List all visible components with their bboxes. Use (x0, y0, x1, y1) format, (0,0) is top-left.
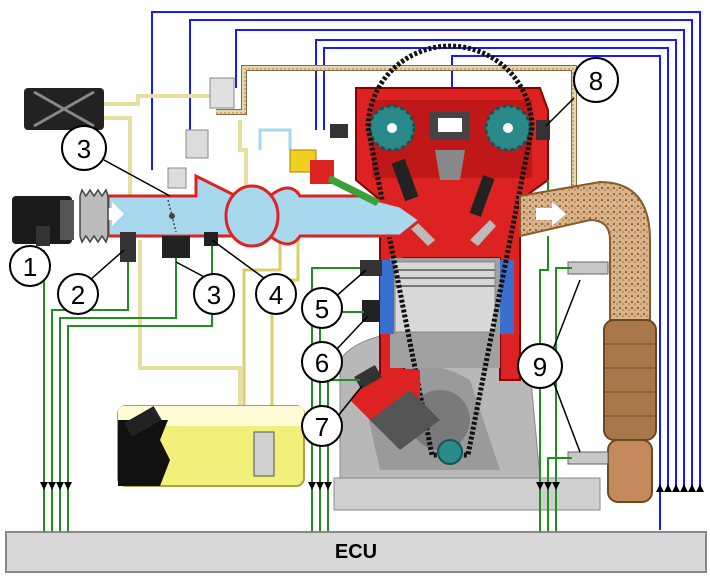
callout-4: 4 (255, 273, 297, 315)
callout-3a: 3 (61, 125, 107, 171)
callout-6-label: 6 (315, 348, 329, 378)
callout-5-label: 5 (315, 294, 329, 324)
intake-sensors (120, 120, 550, 390)
callout-9-label: 9 (533, 352, 547, 382)
crank-sprocket (437, 439, 463, 465)
ecu-label: ECU (335, 541, 377, 563)
control-wire-arrows (656, 484, 704, 492)
callout-8: 8 (573, 57, 619, 103)
camshaft-sprockets (368, 104, 532, 180)
control-wires (151, 11, 701, 530)
callout-9: 9 (517, 343, 563, 389)
intake-actuators (167, 77, 235, 189)
charcoal-canister (24, 88, 104, 130)
callout-7-label: 7 (315, 412, 329, 442)
callout-3a-label: 3 (77, 134, 91, 164)
signal-wire-arrows (40, 482, 560, 490)
callout-8-label: 8 (589, 66, 603, 96)
fuel-tank (117, 405, 305, 487)
callout-5: 5 (301, 287, 343, 329)
callout-1-label: 1 (23, 252, 37, 282)
valves (391, 158, 496, 246)
intake-bellows (79, 188, 109, 244)
callout-2-label: 2 (71, 280, 85, 310)
callout-6: 6 (301, 341, 343, 383)
ecu-unit: ECU (5, 531, 707, 573)
timing-chain (365, 43, 535, 458)
callout-2: 2 (57, 273, 99, 315)
fuel-injector (289, 149, 380, 206)
air-mass-meter (12, 196, 74, 246)
callout-3b-label: 3 (207, 280, 221, 310)
callout-3b: 3 (193, 273, 235, 315)
intake-tract (90, 173, 423, 248)
callout-7: 7 (301, 405, 343, 447)
callout-1: 1 (9, 245, 51, 287)
callout-4-label: 4 (269, 280, 283, 310)
exhaust-system (519, 180, 657, 503)
